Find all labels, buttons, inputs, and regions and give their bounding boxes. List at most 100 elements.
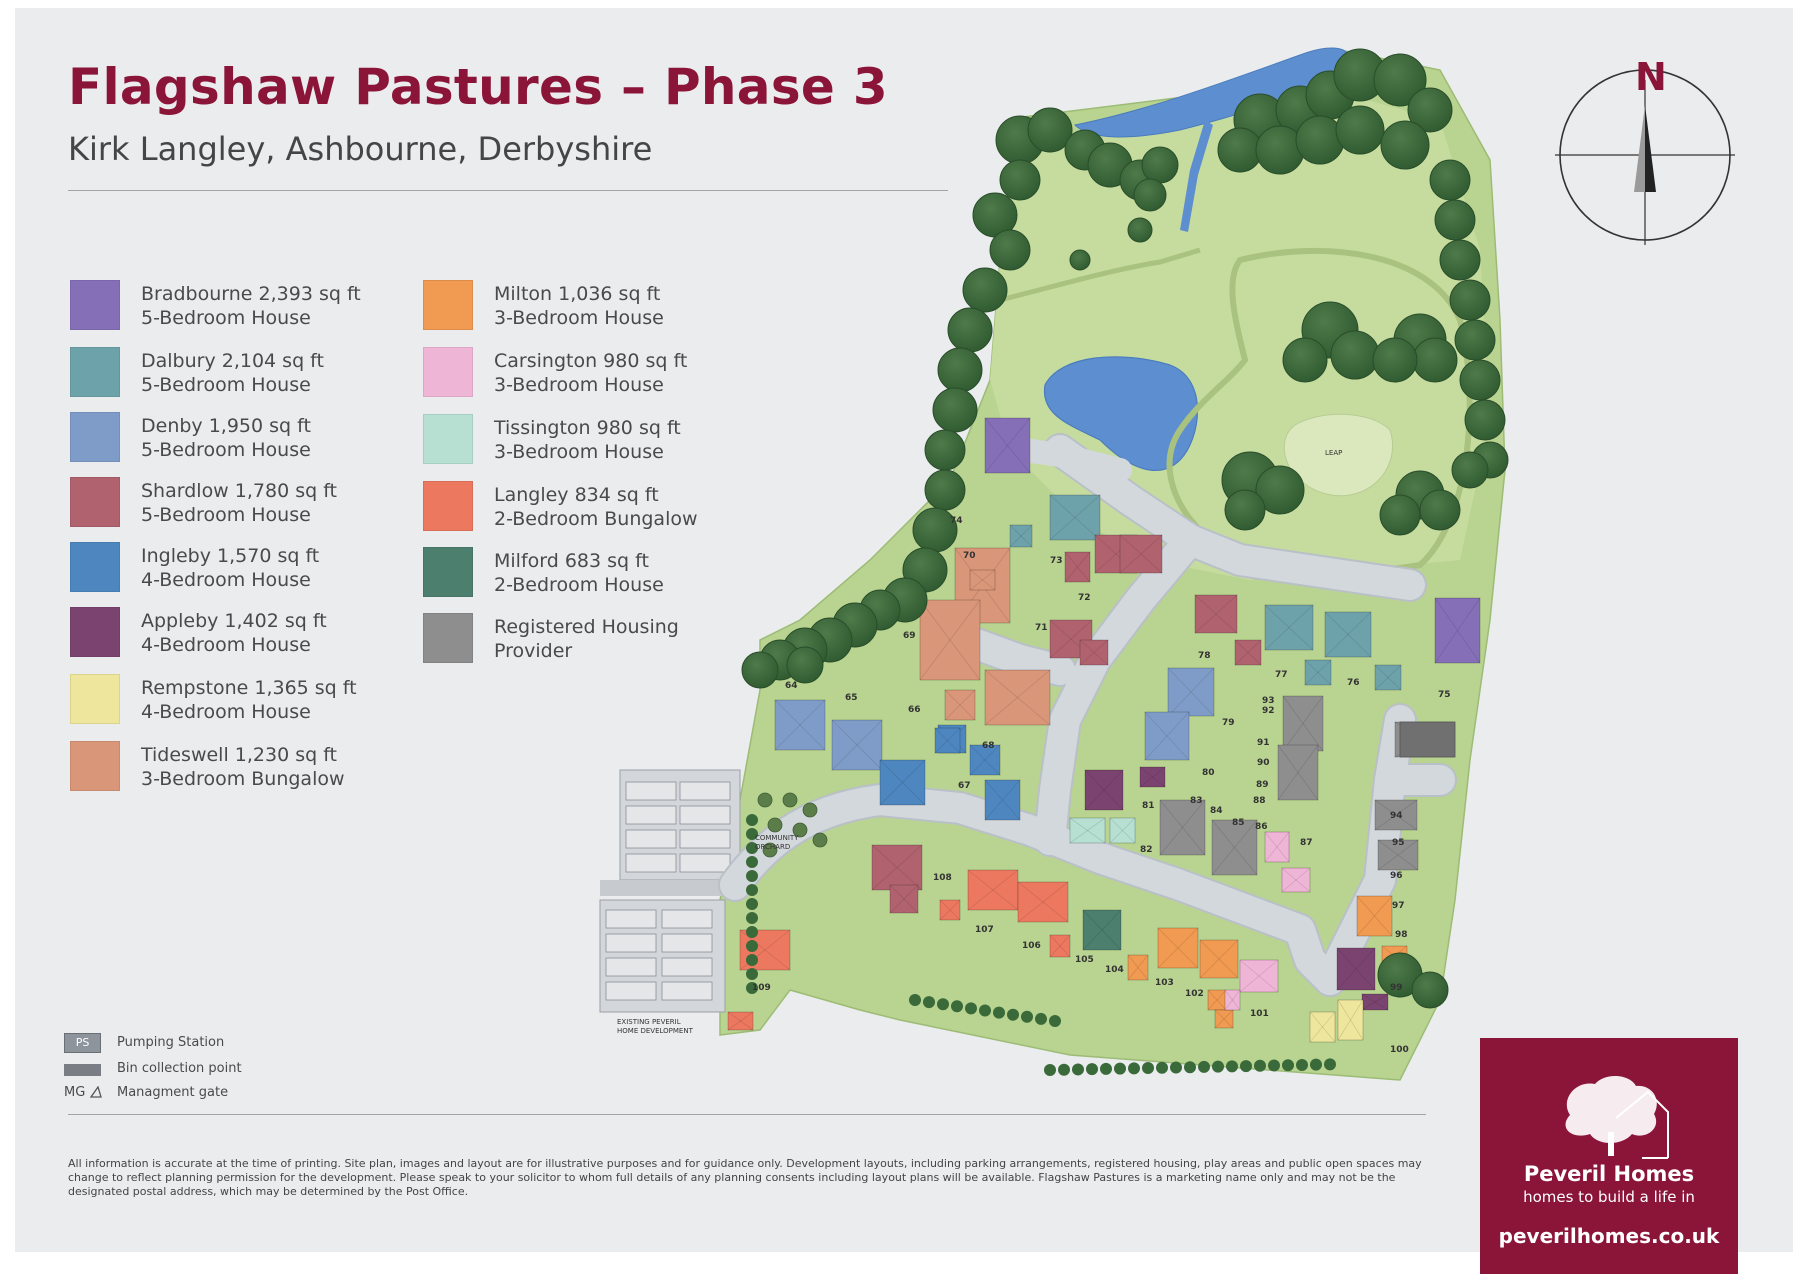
house-plot [831, 719, 883, 771]
house-plot [1017, 881, 1069, 923]
tree [1429, 159, 1471, 201]
community-orchard-label: COMMUNITY [755, 834, 799, 842]
roof-ridge [1127, 954, 1149, 981]
brand-tagline: homes to build a life in [1523, 1188, 1695, 1206]
road [1035, 525, 1205, 855]
tree [937, 347, 983, 393]
hedge [1114, 1062, 1126, 1075]
tree [1027, 107, 1073, 153]
management-gate-code: MG [64, 1085, 86, 1100]
roof-ridge [1309, 1011, 1336, 1043]
pumping-station-label: Pumping Station [117, 1035, 225, 1050]
legend-house-type: 5-Bedroom House [141, 374, 311, 396]
roof-ridge [1374, 799, 1418, 831]
tree [1372, 337, 1418, 383]
hedge [1282, 1059, 1294, 1072]
plot-number: 101 [1250, 1009, 1269, 1019]
roof-ridge [889, 884, 919, 914]
house-plot [1109, 817, 1136, 844]
bin-collection-icon [64, 1064, 101, 1076]
plot-number: 96 [1390, 871, 1403, 881]
hedge [923, 996, 935, 1009]
house-plot [1214, 1009, 1234, 1029]
existing-house-outline [605, 933, 657, 953]
house-plot [1199, 939, 1239, 979]
roof-ridge [1082, 909, 1122, 951]
tree [1439, 239, 1481, 281]
brand-website-link[interactable]: peverilhomes.co.uk [1498, 1224, 1720, 1248]
house-plot [1167, 667, 1215, 717]
house-plot [1159, 799, 1206, 856]
stream [1180, 120, 1213, 232]
hedge [1240, 1060, 1252, 1073]
house-plot [1224, 989, 1241, 1011]
house-plot [984, 417, 1031, 474]
legend-house-type: 4-Bedroom House [141, 569, 311, 591]
roof-ridge [1234, 639, 1262, 666]
roof-ridge [934, 727, 961, 754]
tree [999, 159, 1041, 201]
legend-house-name: Langley 834 sq ft [494, 484, 659, 506]
legend-house-name: Rempstone 1,365 sq ft [141, 677, 357, 699]
hedge [746, 968, 758, 980]
roof-ridge [984, 669, 1051, 726]
roof-ridge [969, 569, 996, 591]
roof-ridge [1194, 594, 1238, 634]
roof-ridge [969, 744, 1001, 776]
legend-house-type: 4-Bedroom House [141, 701, 311, 723]
plot-number: 77 [1275, 670, 1288, 680]
hedge [951, 1000, 963, 1013]
roof-ridge [871, 844, 923, 891]
existing-house-outline [679, 829, 731, 849]
legend-house-name: Tideswell 1,230 sq ft [141, 744, 338, 766]
plot-number: 108 [933, 873, 952, 883]
legend-house-name: Registered Housing [494, 616, 679, 638]
hedge [1086, 1063, 1098, 1076]
roof-ridge [939, 899, 961, 921]
hedge [1184, 1061, 1196, 1074]
roof-ridge [1361, 993, 1389, 1011]
tree [1335, 105, 1385, 155]
house-plot [1304, 659, 1332, 686]
roof-ridge [1264, 831, 1290, 863]
roof-ridge [1224, 989, 1241, 1011]
plot-number: 84 [1210, 806, 1223, 816]
roof-ridge [1199, 939, 1239, 979]
house-plot [1082, 909, 1122, 951]
tree [1127, 217, 1153, 243]
roof-ridge [727, 1011, 754, 1031]
house-plot [1194, 594, 1238, 634]
tree [1419, 489, 1461, 531]
orchard-tree [762, 842, 778, 858]
hedge [1296, 1058, 1308, 1071]
roof-ridge [1239, 959, 1279, 993]
legend-house-name: Denby 1,950 sq ft [141, 415, 311, 437]
plot-number: 79 [1222, 718, 1235, 728]
house-plot [934, 727, 961, 754]
orchard-tree [767, 817, 783, 833]
roof-ridge [1324, 611, 1372, 658]
plot-number: 83 [1190, 796, 1203, 806]
existing-road [600, 880, 740, 896]
house-plot [1079, 639, 1109, 666]
house-plot [1264, 604, 1314, 651]
roof-ridge [831, 719, 883, 771]
legend-house-name: Shardlow 1,780 sq ft [141, 480, 338, 502]
brand-name: Peveril Homes [1523, 1162, 1695, 1186]
roof-ridge [1064, 551, 1091, 583]
roof-ridge [879, 759, 926, 806]
hedge [746, 940, 758, 952]
roof-ridge [919, 599, 981, 681]
house-plot [984, 779, 1021, 821]
house-plot [984, 669, 1051, 726]
hedge [1021, 1010, 1033, 1023]
orchard-tree [792, 822, 808, 838]
existing-house-outline [605, 981, 657, 1001]
plot-number: 64 [785, 681, 798, 691]
roof-ridge [1337, 999, 1364, 1041]
tree [912, 507, 958, 553]
house-plot [1337, 999, 1364, 1041]
